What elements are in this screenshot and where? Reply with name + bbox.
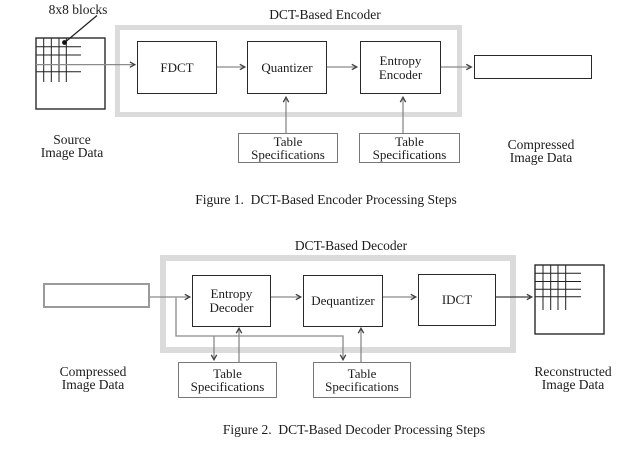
figure1-caption: Figure 1. DCT-Based Encoder Processing S…	[195, 192, 457, 207]
fdct-box: FDCT	[137, 41, 217, 94]
idct-box: IDCT	[418, 274, 496, 326]
dequantizer-label: Dequantizer	[311, 293, 375, 308]
branch-input-to-tablespec4	[175, 297, 347, 362]
compressed-image-data-label-decoder: Compressed Image Data	[59, 364, 127, 392]
table-specifications-box-1: Table Specifications	[238, 133, 338, 163]
table-specifications-label: Table Specifications	[251, 133, 325, 162]
entropy-decoder-label: Entropy Decoder	[209, 286, 254, 315]
blocks-annotation: 8x8 blocks	[48, 2, 108, 17]
table-specifications-label: Table Specifications	[190, 365, 265, 394]
quantizer-box: Quantizer	[247, 41, 327, 94]
dequantizer-box: Dequantizer	[303, 275, 383, 327]
encoder-boundary-frame	[115, 25, 462, 117]
decoder-boundary-frame	[160, 255, 516, 353]
fdct-label: FDCT	[160, 59, 194, 75]
source-image-grid-icon	[35, 37, 106, 110]
table-specifications-box-4: Table Specifications	[313, 362, 411, 398]
block-marker-dot	[62, 40, 67, 45]
blocks-pointer-line	[66, 15, 98, 42]
encoder-title: DCT-Based Encoder	[269, 7, 381, 22]
table-specifications-label: Table Specifications	[372, 133, 447, 162]
figure2-caption: Figure 2. DCT-Based Decoder Processing S…	[222, 422, 486, 437]
decoder-title: DCT-Based Decoder	[294, 238, 408, 253]
table-specifications-box-2: Table Specifications	[359, 133, 460, 163]
compressed-data-input-box	[43, 283, 150, 308]
compressed-image-data-label-encoder: Compressed Image Data	[507, 137, 575, 165]
reconstructed-image-data-label: Reconstructed Image Data	[534, 364, 612, 392]
table-specifications-box-3: Table Specifications	[178, 362, 277, 398]
reconstructed-image-grid-icon	[534, 264, 605, 335]
idct-label: IDCT	[441, 292, 473, 307]
entropy-encoder-label: Entropy Encoder	[378, 52, 423, 82]
source-image-data-label: Source Image Data	[40, 132, 104, 160]
compressed-data-output-box	[474, 55, 592, 79]
table-specifications-label: Table Specifications	[325, 365, 399, 394]
quantizer-label: Quantizer	[261, 59, 313, 75]
entropy-decoder-box: Entropy Decoder	[192, 275, 271, 327]
entropy-encoder-box: Entropy Encoder	[360, 41, 441, 94]
